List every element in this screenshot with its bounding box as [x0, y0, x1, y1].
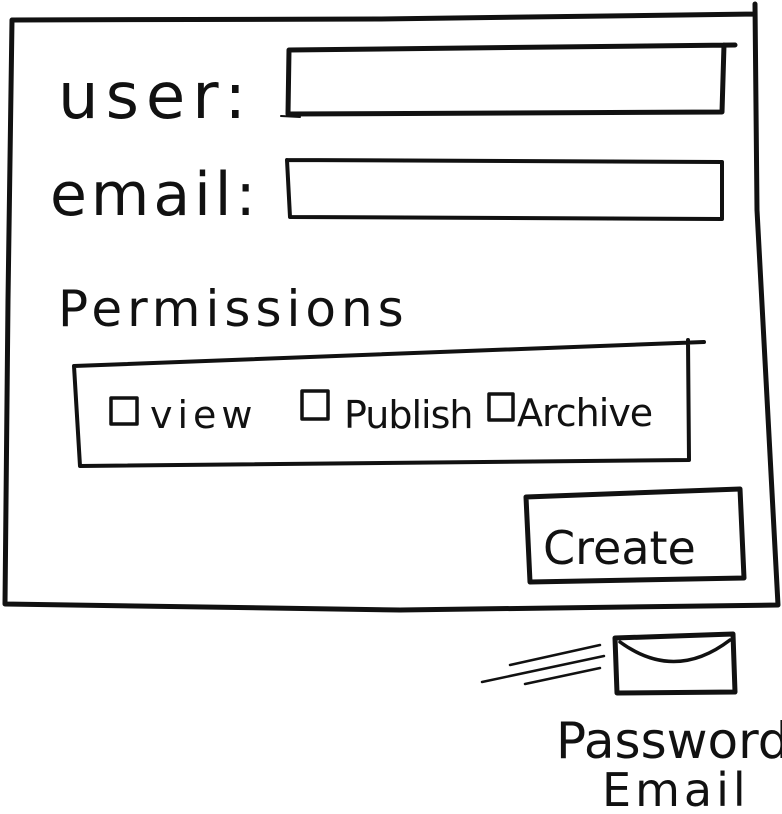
create-button-label: Create — [543, 521, 696, 575]
user-row: user: — [58, 42, 738, 134]
notification-caption-line1: Password — [556, 712, 782, 770]
envelope-icon — [612, 631, 738, 696]
email-input[interactable] — [285, 158, 724, 221]
publish-checkbox[interactable] — [300, 389, 330, 421]
notification-caption-line2: Email — [602, 763, 750, 814]
archive-checkbox[interactable] — [487, 392, 515, 422]
user-input[interactable] — [280, 42, 738, 118]
user-label: user: — [58, 60, 253, 134]
archive-label: Archive — [517, 391, 652, 435]
email-label: email: — [50, 160, 260, 230]
permissions-heading: Permissions — [58, 280, 409, 338]
motion-lines — [480, 643, 606, 686]
create-button[interactable]: Create — [523, 486, 747, 585]
email-row: email: — [50, 158, 724, 230]
permission-option-archive[interactable]: Archive — [487, 391, 653, 435]
view-checkbox[interactable] — [109, 396, 139, 426]
permission-option-view[interactable]: view — [109, 393, 258, 437]
permission-option-publish[interactable]: Publish — [300, 389, 473, 437]
password-email-notification: Password Email — [480, 631, 782, 814]
view-label: view — [150, 393, 258, 437]
form-panel — [2, 1, 781, 613]
permissions-group: view Publish Archive — [72, 338, 706, 468]
publish-label: Publish — [344, 393, 472, 437]
